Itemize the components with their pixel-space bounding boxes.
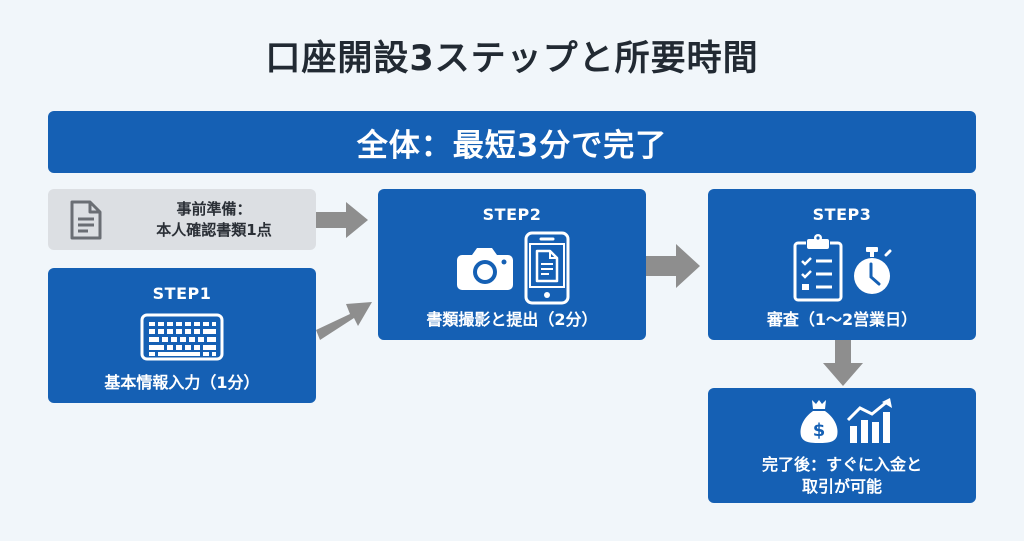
completion-box: $ 完了後：すぐに入金と 取引が可能 [708,388,976,503]
svg-text:$: $ [813,420,826,441]
summary-banner: 全体：最短3分で完了 [48,111,976,173]
step2-label: 書類撮影と提出（2分） [426,310,598,329]
arrow-step2-to-step3 [646,244,700,288]
step2-box: STEP2 書類撮影と提出（2分） [378,189,646,340]
document-icon [70,200,102,240]
step1-label: 基本情報入力（1分） [104,373,260,392]
page-title: 口座開設3ステップと所要時間 [265,39,759,79]
camera-icon [457,248,513,290]
smartphone-document-icon [524,231,570,305]
step3-box: STEP3 審査（1〜2営業日） [708,189,976,340]
step1-title: STEP1 [152,284,212,303]
step1-box: STEP1 基本情報入力（1分） [48,268,316,403]
arrow-step3-to-completion [823,340,863,386]
completion-line2: 取引が可能 [801,477,882,496]
money-bag-icon: $ [800,400,838,443]
clipboard-checklist-icon [793,234,843,302]
stopwatch-icon [854,247,892,294]
preparation-line1: 事前準備： [176,199,252,218]
preparation-box: 事前準備： 本人確認書類1点 [48,189,316,250]
preparation-text: 事前準備： 本人確認書類1点 [124,199,304,241]
arrow-step1-to-step2 [316,302,372,340]
completion-line1: 完了後：すぐに入金と [761,455,922,474]
preparation-line2: 本人確認書類1点 [156,220,272,239]
arrow-prep-to-step2 [316,202,368,238]
step2-title: STEP2 [482,205,542,224]
keyboard-icon [140,313,224,361]
step3-title: STEP3 [812,205,872,224]
growth-chart-icon [846,398,892,443]
step3-label: 審査（1〜2営業日） [766,310,918,329]
summary-banner-text: 全体：最短3分で完了 [356,127,668,164]
